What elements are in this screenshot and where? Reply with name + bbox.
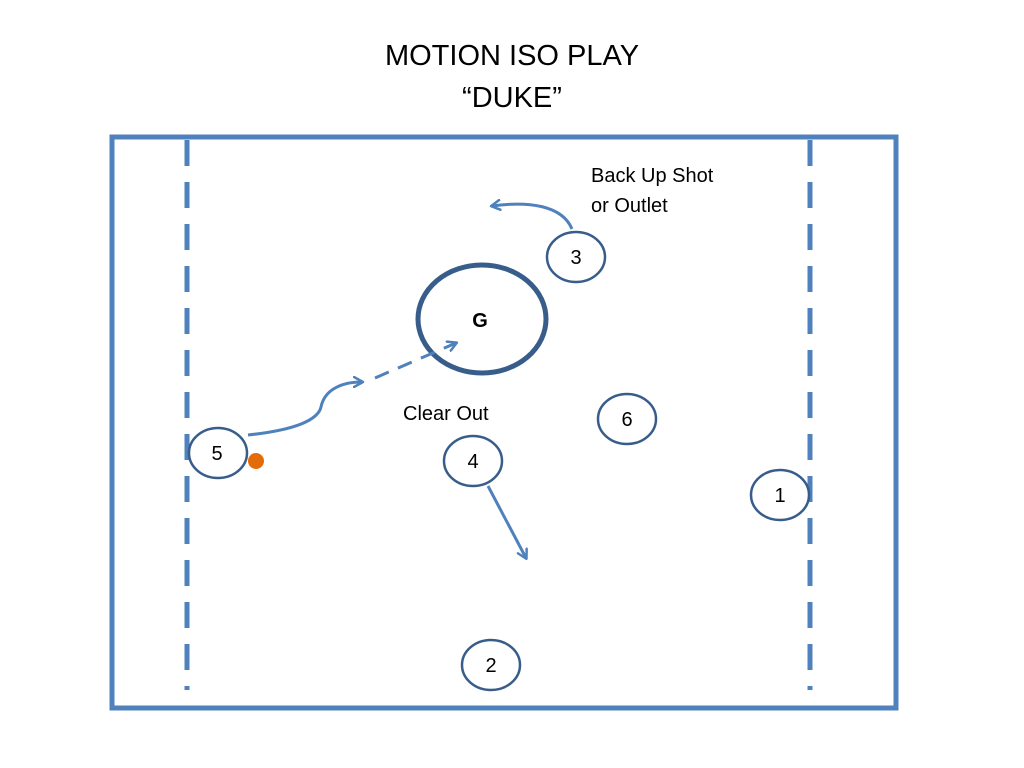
player-5: 5 bbox=[187, 426, 249, 480]
player-6: 6 bbox=[596, 392, 658, 446]
player-label: 1 bbox=[774, 485, 785, 507]
player-2: 2 bbox=[460, 638, 522, 692]
back-up-arrow bbox=[492, 204, 574, 230]
goal-label: G bbox=[472, 310, 488, 332]
play-title: MOTION ISO PLAY bbox=[384, 40, 640, 72]
back-up-note-line1: Back Up Shot bbox=[591, 165, 714, 187]
player-1: 1 bbox=[749, 468, 811, 522]
player-label: 6 bbox=[621, 409, 632, 431]
clear-out-note: Clear Out bbox=[403, 403, 489, 425]
player-3: 3 bbox=[545, 230, 607, 284]
player-label: 2 bbox=[485, 655, 496, 677]
back-up-note-line2: or Outlet bbox=[591, 195, 668, 217]
player-label: 4 bbox=[467, 451, 478, 473]
player-label: 5 bbox=[211, 443, 222, 465]
clear-out-arrow bbox=[486, 485, 526, 558]
shot-pass-arrow bbox=[374, 343, 456, 380]
court-boundary bbox=[109, 134, 899, 711]
player-label: 3 bbox=[570, 247, 581, 269]
play-name: “DUKE” bbox=[462, 82, 562, 114]
ball bbox=[248, 453, 264, 469]
drive-arrow bbox=[247, 382, 362, 437]
player-4: 4 bbox=[442, 434, 504, 488]
